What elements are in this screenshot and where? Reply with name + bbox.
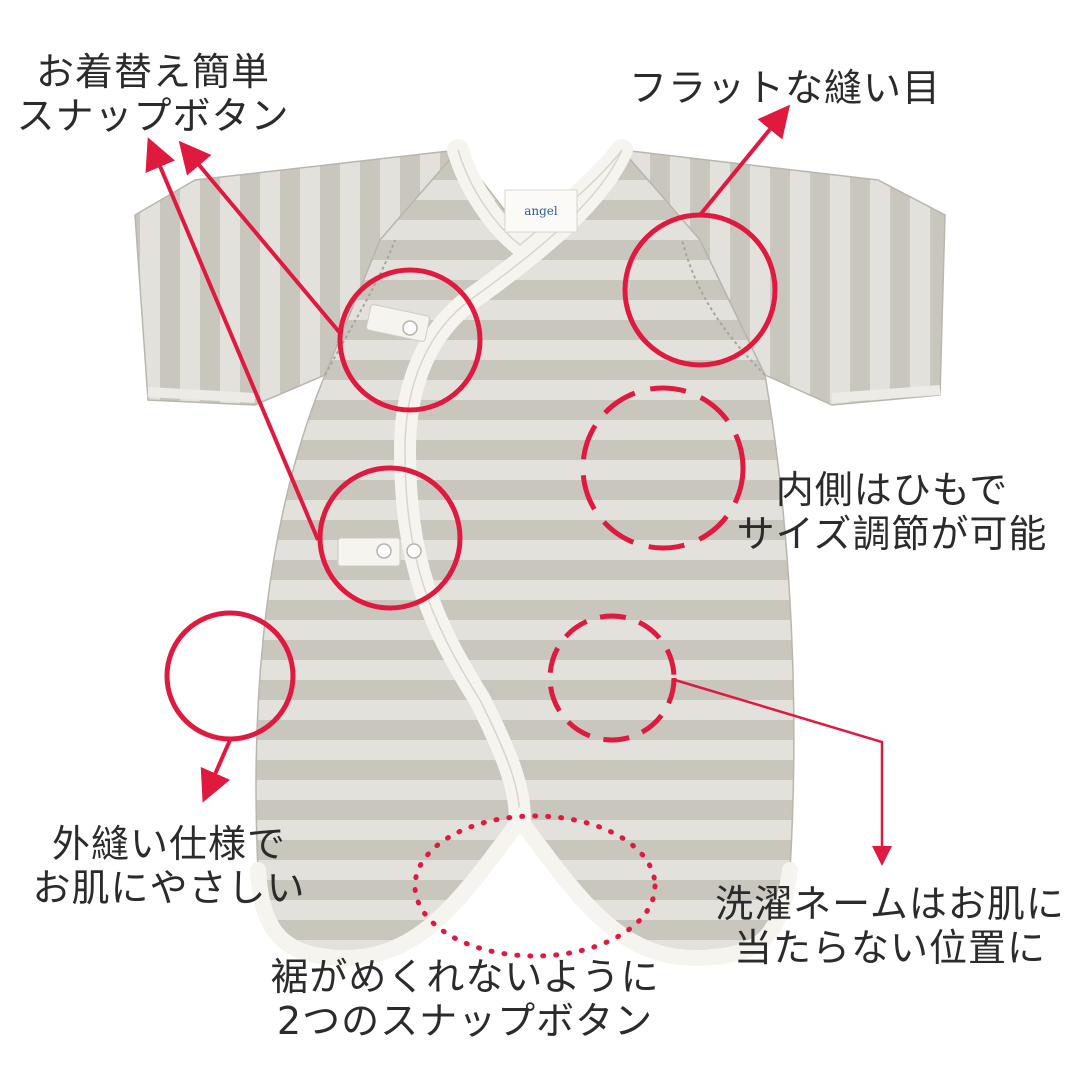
label-inner-ties-line1: 内側はひもで [775,468,1009,512]
label-outer-seams-line1: 外縫い仕様で [51,822,286,866]
label-wash-tag: 洗濯ネームはお肌に 当たらない位置に [705,882,1075,970]
label-inner-ties: 内側はひもで サイズ調節が可能 [712,468,1072,556]
label-hem-snaps-line2: 2つのスナップボタン [276,999,654,1043]
callout-ellipse-hem-snaps [412,813,658,959]
callout-circle-inner-ties [580,385,746,551]
label-flat-seams-line1: フラットな縫い目 [628,66,941,110]
label-wash-tag-line1: 洗濯ネームはお肌に [715,882,1065,926]
label-wash-tag-line2: 当たらない位置に [733,926,1046,970]
brand-tag [504,189,578,233]
label-hem-snaps-line1: 裾がめくれないように [270,955,660,999]
front-trim-edge [404,149,623,821]
label-snap-buttons: お着替え簡単 スナップボタン [8,50,298,138]
arrow-wash-tag [674,678,892,866]
snap-lower-2 [406,543,422,559]
snap-lower-1 [376,543,392,559]
label-snap-buttons-line1: お着替え簡単 [35,50,270,94]
callout-circle-wash-tag [547,613,677,743]
label-outer-seams-line2: お肌にやさしい [32,866,306,910]
arrow-flat-seam [698,104,791,217]
callout-circle-outer-seam [164,610,296,742]
arrow-snap-lower [145,137,320,541]
arrow-outer-seam [200,739,232,803]
right-armhole-seam [681,239,766,376]
arrow-snap-upper [178,140,342,335]
brand-tag-text: angel [524,204,558,218]
label-inner-ties-line2: サイズ調節が可能 [736,512,1048,556]
label-outer-seams: 外縫い仕様で お肌にやさしい [14,822,324,910]
snap-upper [402,320,418,336]
right-cuff [831,385,941,403]
callout-circle-snap-lower [317,465,463,611]
label-hem-snaps: 裾がめくれないように 2つのスナップボタン [250,955,680,1043]
label-snap-buttons-line2: スナップボタン [16,94,290,138]
left-armhole-seam [324,239,396,376]
hem-trim [250,806,798,967]
left-cuff [147,387,256,403]
label-flat-seams: フラットな縫い目 [615,66,955,110]
callout-circle-snap-upper [337,267,483,413]
